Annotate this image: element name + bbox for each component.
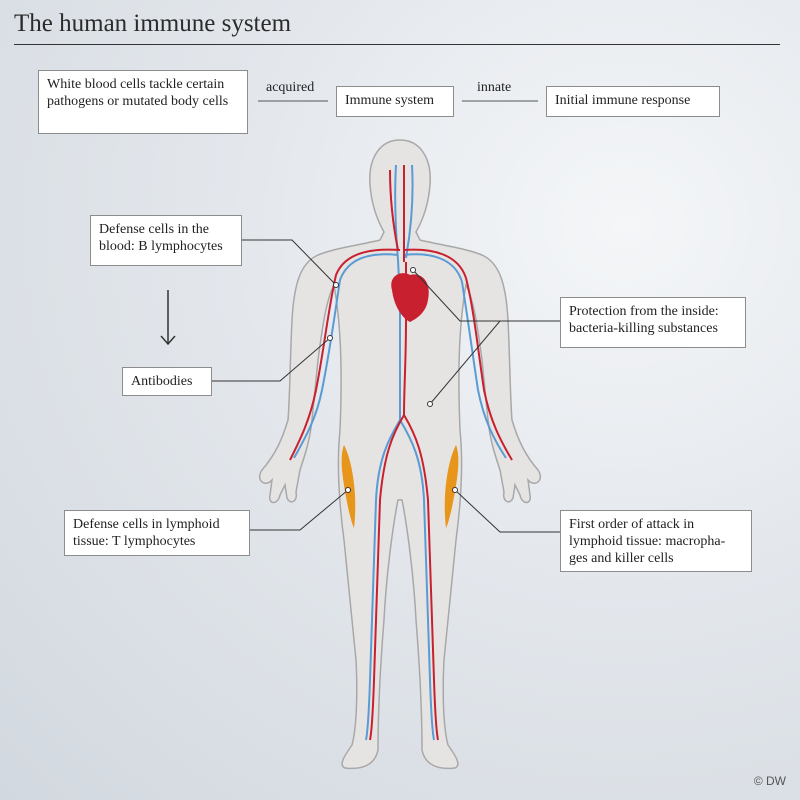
- copyright-text: © DW: [754, 774, 786, 788]
- first-order-attack-label: First order of attack in lymphoid tissue…: [560, 510, 752, 572]
- acquired-description-box: White blood cells tackle certain pathoge…: [38, 70, 248, 134]
- acquired-label: acquired: [266, 80, 314, 96]
- innate-label: innate: [477, 80, 511, 96]
- body-silhouette: [260, 140, 541, 768]
- immune-system-box: Immune system: [336, 86, 454, 117]
- antibodies-label: Antibodies: [122, 367, 212, 396]
- protection-label: Protection from the inside: bacteria-kil…: [560, 297, 746, 348]
- b-lymphocytes-label: Defense cells in the blood: B lymphocyte…: [90, 215, 242, 266]
- initial-response-box: Initial immune response: [546, 86, 720, 117]
- t-lymphocytes-label: Defense cells in lymphoid tissue: T lymp…: [64, 510, 250, 556]
- down-arrow-icon: [161, 290, 175, 344]
